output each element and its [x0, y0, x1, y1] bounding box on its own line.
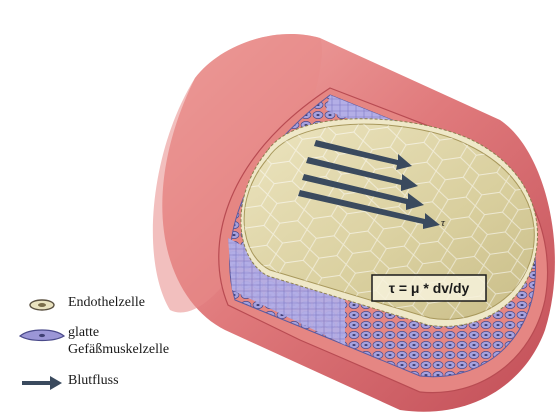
legend-label-smooth-muscle: glatte Gefäßmuskelzelle — [68, 324, 169, 358]
legend-label-endothelial: Endothelzelle — [68, 294, 145, 311]
blood-flow-arrow-icon — [16, 372, 68, 394]
smooth-muscle-cell-icon — [16, 324, 68, 346]
legend-item-smooth-muscle: glatte Gefäßmuskelzelle — [16, 324, 169, 358]
shear-stress-formula: τ = μ * dv/dy — [389, 280, 470, 296]
shear-stress-formula-box: τ = μ * dv/dy — [372, 275, 486, 301]
legend-item-endothelial: Endothelzelle — [16, 294, 145, 316]
legend-item-blood-flow: Blutfluss — [16, 372, 119, 394]
endothelial-cell-icon — [16, 294, 68, 316]
legend-label-blood-flow: Blutfluss — [68, 372, 119, 389]
legend: Endothelzelle glatte Gefäßmuskelzelle Bl… — [16, 288, 236, 408]
